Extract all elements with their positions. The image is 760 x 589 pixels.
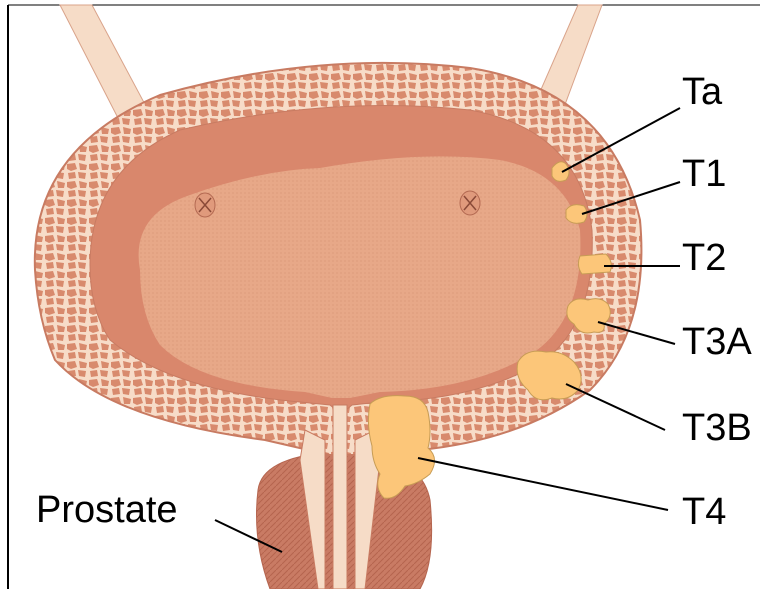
ureter-left: [60, 5, 148, 118]
label-prostate: Prostate: [36, 489, 178, 531]
ureteral-orifice-left: [195, 193, 215, 217]
label-ta: Ta: [682, 71, 723, 113]
ureteral-orifice-right: [460, 191, 480, 215]
label-t3a: T3A: [682, 321, 752, 363]
tumor-t2: [578, 254, 611, 274]
label-t4: T4: [682, 491, 726, 533]
tumor-ta: [552, 162, 569, 182]
label-t3b: T3B: [682, 407, 752, 449]
label-t2: T2: [682, 237, 726, 279]
urethra: [333, 405, 347, 589]
tumor-t4: [368, 396, 434, 499]
leader-t3b: [566, 384, 665, 430]
label-t1: T1: [682, 153, 726, 195]
leader-t4: [418, 458, 668, 510]
